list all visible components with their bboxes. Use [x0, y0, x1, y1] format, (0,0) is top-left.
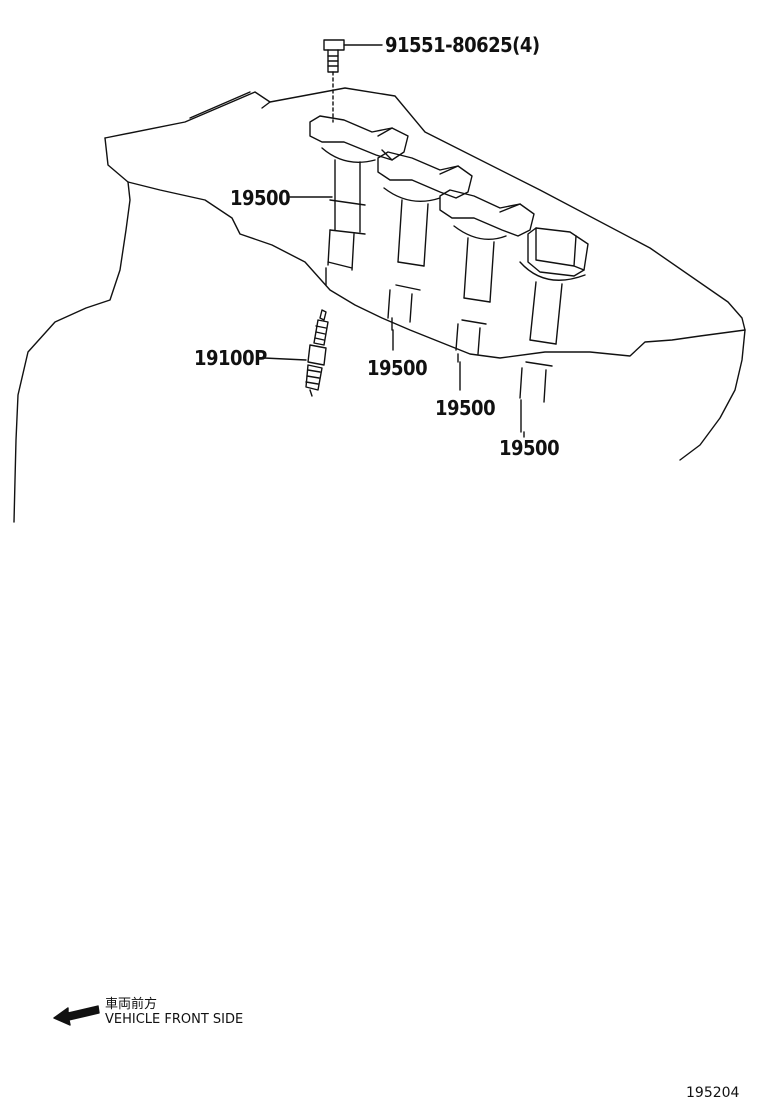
ignition-coil-2: [377, 151, 473, 331]
bolt-91551: [323, 39, 383, 123]
illustration-number: 195204: [686, 1085, 740, 1101]
callout-spark-plug: 19100P: [194, 346, 267, 370]
front-label-jp: 車両前方: [105, 997, 158, 1012]
front-arrow-icon: [53, 1005, 100, 1026]
callout-bolt: 91551-80625(4): [385, 33, 540, 57]
ignition-coil-4: [519, 227, 589, 433]
callout-coil-3: 19500: [435, 396, 496, 420]
callout-coil-1: 19500: [230, 186, 291, 210]
ignition-coil-1: [309, 115, 409, 286]
callout-coil-2: 19500: [367, 356, 428, 380]
front-label-en: VEHICLE FRONT SIDE: [105, 1012, 244, 1027]
ignition-coil-3: [439, 189, 535, 363]
spark-plug-19100p: [263, 309, 329, 397]
engine-head-outline: [13, 87, 746, 523]
callout-coil-4: 19500: [499, 436, 560, 460]
